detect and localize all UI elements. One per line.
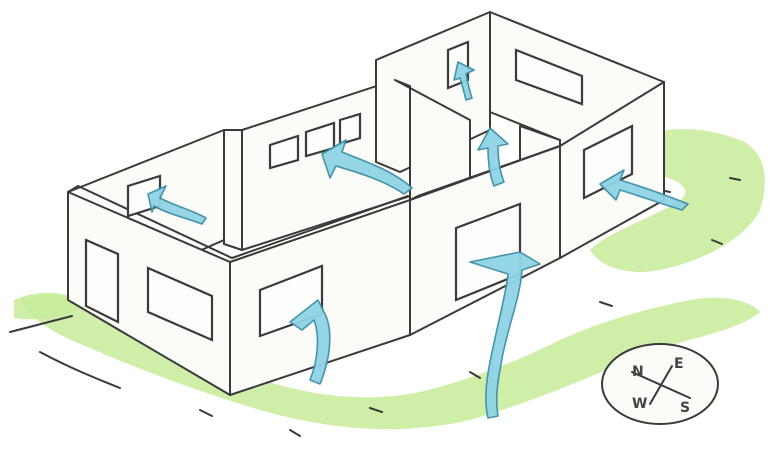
compass-letter-s: S <box>680 400 690 416</box>
ground-line-bottom <box>40 352 120 388</box>
ground-tick-2 <box>290 430 300 436</box>
compass-icon: N S E W <box>602 344 718 424</box>
ground-tick-5 <box>600 302 612 306</box>
ground-tick-1 <box>200 410 212 416</box>
compass-letter-w: W <box>632 396 647 412</box>
compass-letter-e: E <box>674 356 684 372</box>
window-back-middle-3 <box>340 114 360 144</box>
partition-left <box>224 130 242 250</box>
compass-letter-n: N <box>632 364 644 380</box>
